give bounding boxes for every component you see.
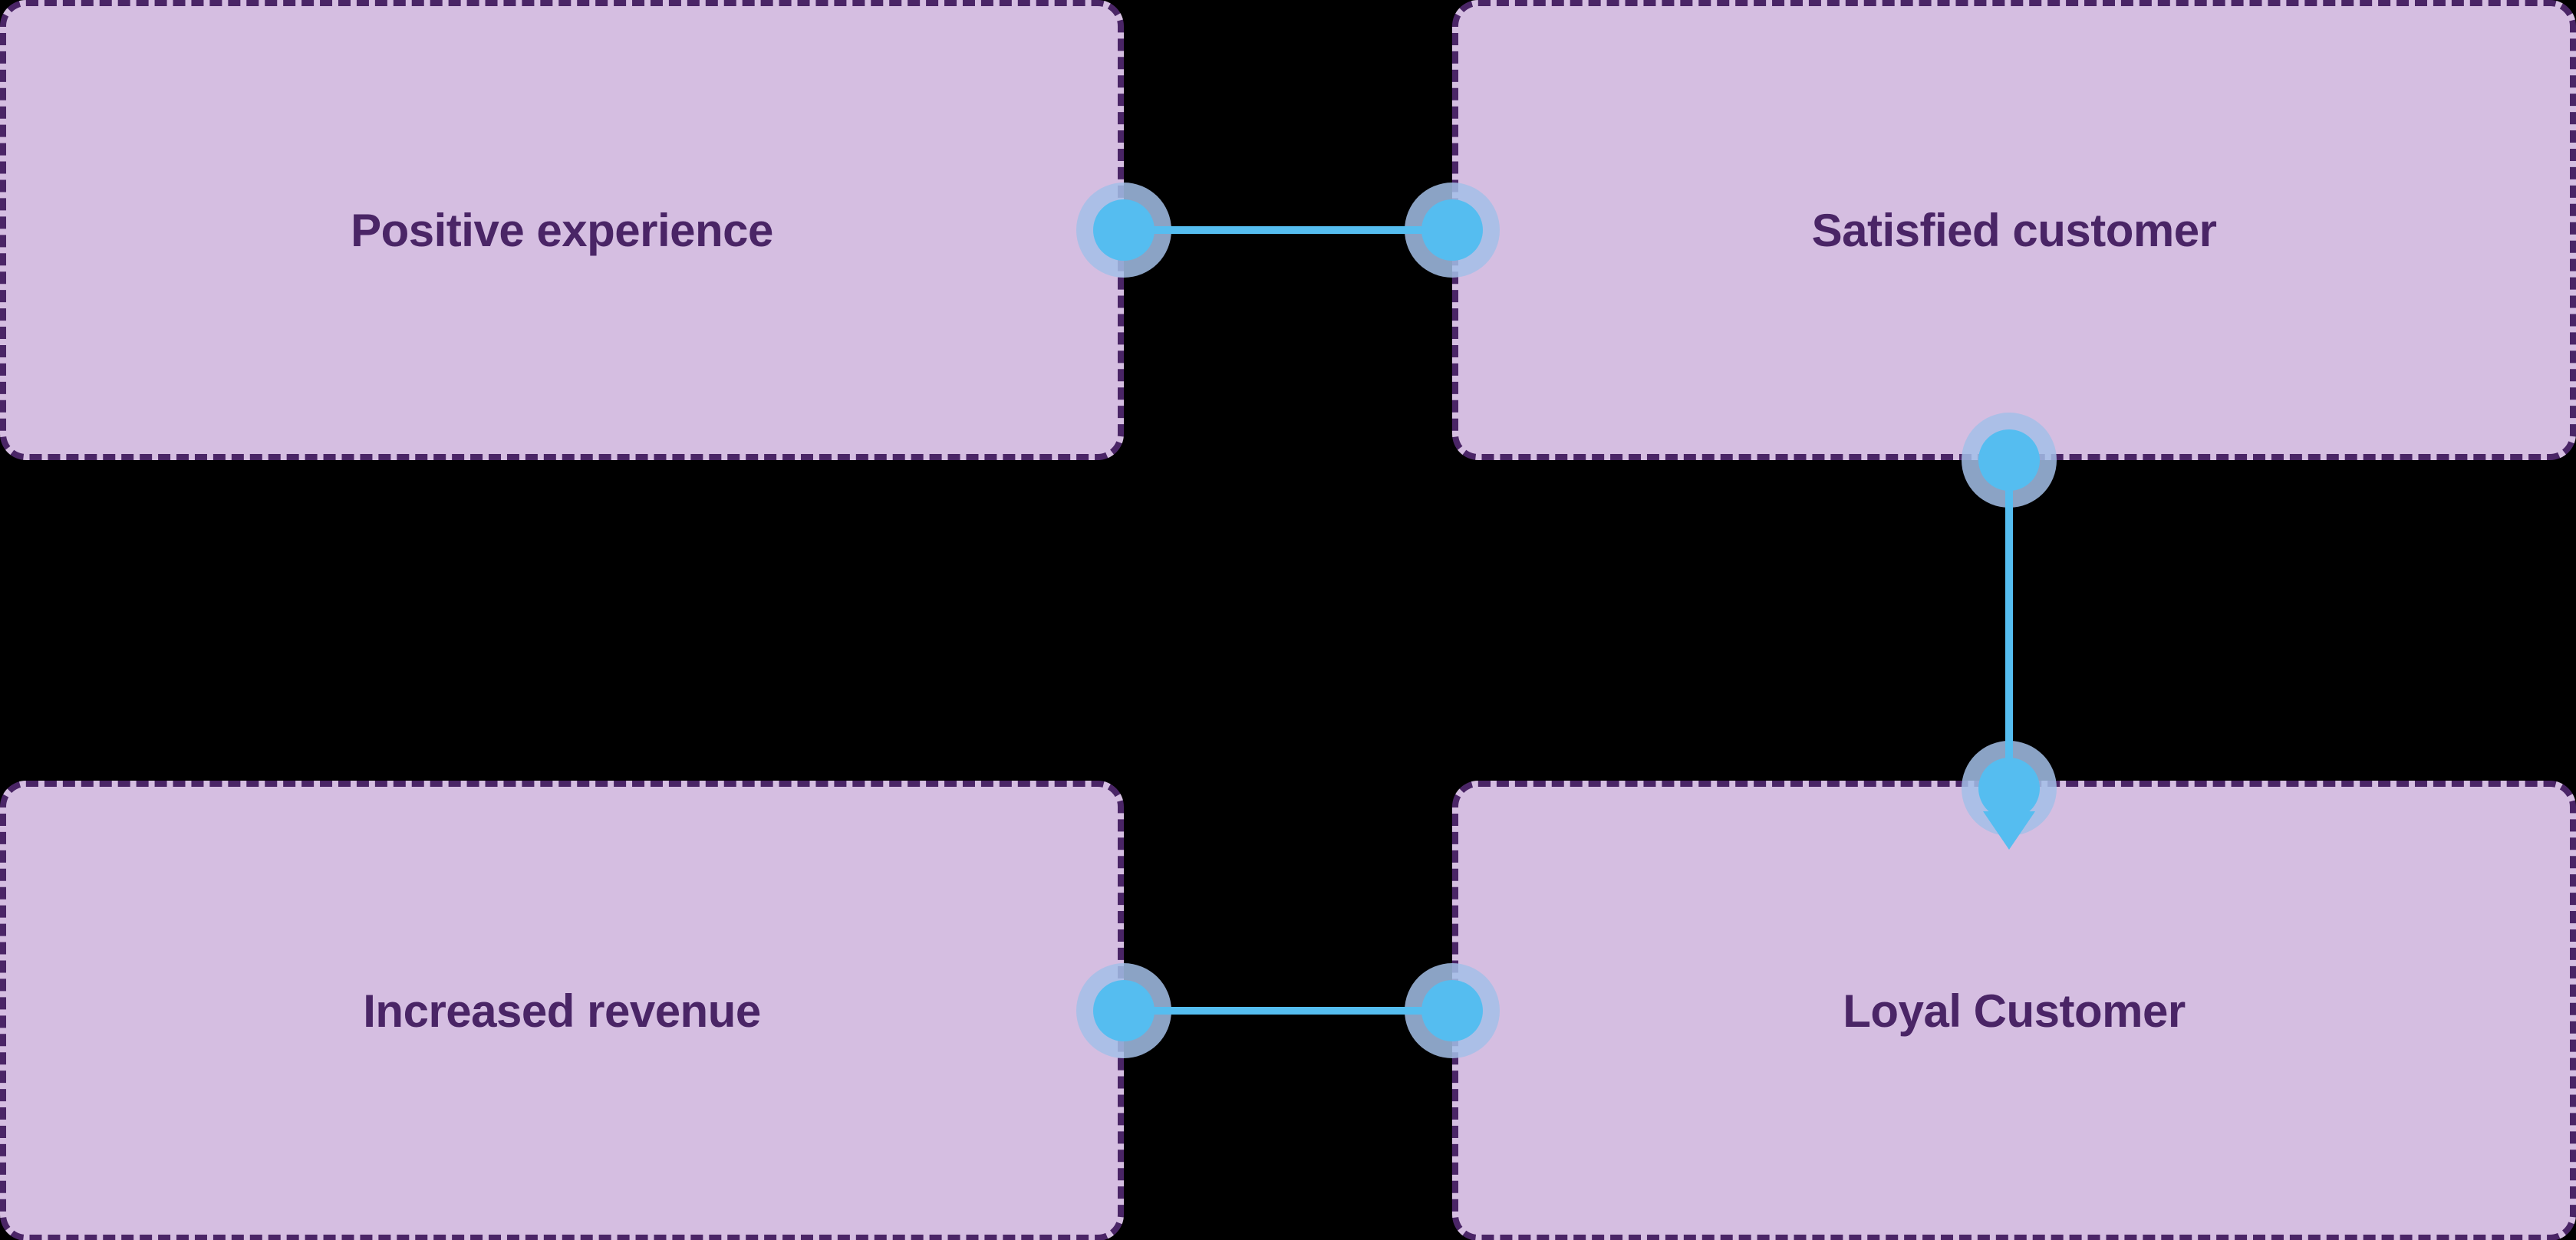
edge-edge-positive-to-satisfied (1076, 183, 1500, 278)
node-label: Increased revenue (363, 985, 761, 1037)
node-label: Satisfied customer (1811, 204, 2217, 256)
node-positive-experience[interactable]: Positive experience (0, 0, 1124, 460)
node-label: Positive experience (351, 204, 773, 256)
node-loyal-customer[interactable]: Loyal Customer (1452, 781, 2576, 1240)
edge-edge-increased-to-loyal (1076, 963, 1500, 1058)
node-label: Loyal Customer (1843, 985, 2186, 1037)
node-increased-revenue[interactable]: Increased revenue (0, 781, 1124, 1240)
node-satisfied-customer[interactable]: Satisfied customer (1452, 0, 2576, 460)
